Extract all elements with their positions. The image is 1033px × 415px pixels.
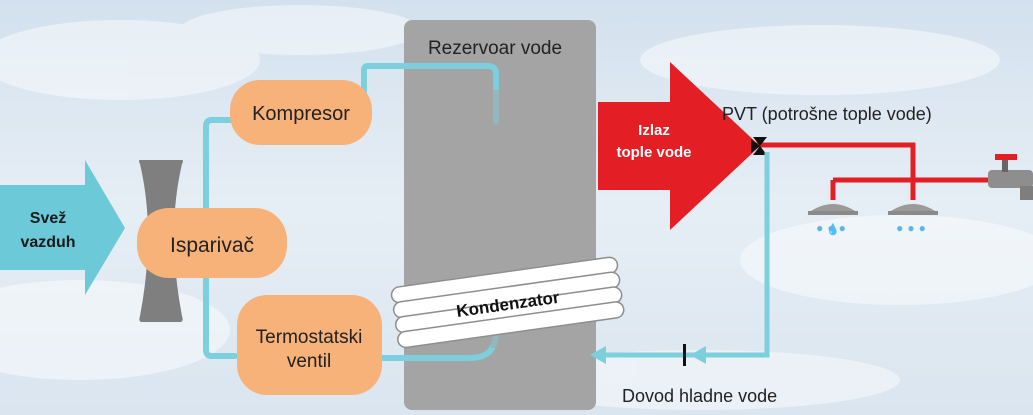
faucet-icon <box>988 154 1033 200</box>
fresh-air-label-line1: Svež <box>30 210 66 227</box>
shower-head-2 <box>888 204 938 215</box>
evaporator-label: Isparivač <box>170 234 254 257</box>
cold-water-arrow-1 <box>590 346 606 364</box>
valve-label-line1: Termostatski <box>256 327 363 348</box>
valve-label-line2: ventil <box>287 351 331 372</box>
water-drops-2: ●●● <box>896 221 930 235</box>
fresh-air-arrow <box>0 160 125 295</box>
hot-out-label-line2: tople vode <box>616 144 691 161</box>
fresh-air-label-line2: vazduh <box>20 234 75 251</box>
evaporator-box <box>137 208 287 278</box>
clouds <box>0 5 1033 410</box>
valve-box <box>237 295 382 395</box>
hot-water-pipes <box>755 142 990 200</box>
cold-water-line <box>600 152 770 358</box>
tank-pipe-section <box>491 90 501 348</box>
hot-out-label-line1: Izlaz <box>638 122 670 139</box>
pvt-label: PVT (potrošne tople vode) <box>722 104 932 124</box>
svg-text:💧: 💧 <box>826 223 840 236</box>
cold-water-arrow-2 <box>690 346 706 364</box>
shower-head-1: 💧 <box>808 204 858 236</box>
hot-water-arrow <box>598 62 760 230</box>
check-valve-mark <box>683 344 686 366</box>
compressor-box <box>230 80 372 145</box>
cold-in-label: Dovod hladne vode <box>622 386 777 406</box>
water-drops-1: ●●● <box>816 221 850 235</box>
condenser-coil: Kondenzator <box>390 256 625 349</box>
compressor-label: Kompresor <box>252 103 350 125</box>
pvt-valve-icon <box>751 137 767 155</box>
tank-label: Rezervoar vode <box>428 38 562 59</box>
